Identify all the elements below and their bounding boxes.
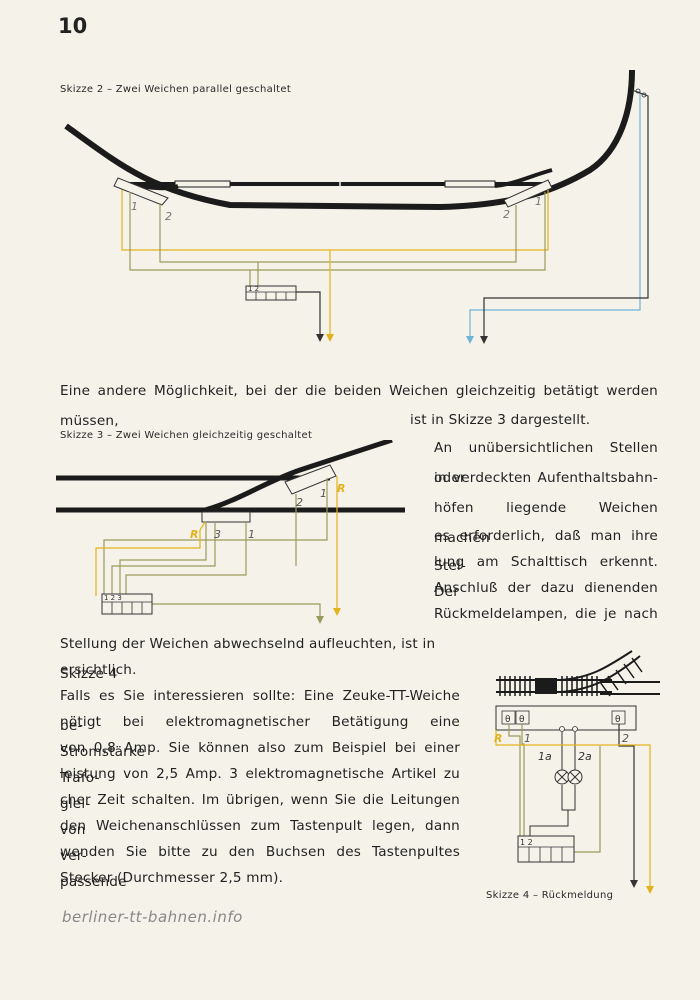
track-fig4	[496, 650, 660, 697]
label-1-right: 1	[535, 195, 542, 208]
figure-2-diagram: 1 2 2 1 1 2	[64, 69, 649, 344]
switch-box-lower	[201, 511, 251, 523]
text-line-p4: leistung von 2,5 Amp. 3 elektromagnetisc…	[60, 766, 460, 812]
label-2-right: 2	[503, 208, 510, 221]
svg-text:θ: θ	[519, 715, 525, 725]
label-1-fig4: 1	[524, 732, 531, 745]
text-line-p6: den Weichenanschlüssen zum Tastenpult le…	[60, 818, 460, 864]
label-1-left: 1	[131, 200, 138, 213]
label-r-upper: R	[337, 482, 345, 495]
figure-4-diagram: θ θ θ R 1 1a 2a 2 1 2	[494, 650, 660, 894]
text-line-r2: in verdeckten Aufenthaltsbahn-	[434, 470, 658, 486]
text-line-s2: ersichtlich.	[60, 662, 137, 678]
label-2-upper: 2	[296, 496, 303, 509]
text-line-r1: An unübersichtlichen Stellen oder	[434, 440, 658, 486]
label-r-lower: R	[190, 528, 198, 541]
svg-text:θ: θ	[505, 715, 511, 725]
text-line-p8: Stecker (Durchmesser 2,5 mm).	[60, 870, 284, 886]
label-1-lower: 1	[248, 528, 255, 541]
text-line-p7: wenden Sie bitte zu den Buchsen des Tast…	[60, 844, 460, 890]
label-3: 3	[214, 528, 221, 541]
figure-4-caption: Skizze 4 – Rückmeldung	[486, 890, 614, 901]
label-2-fig4: 2	[622, 732, 629, 745]
label-1-upper: 1	[320, 487, 327, 500]
keyboard-label-fig4: 1 2	[520, 838, 533, 847]
text-line-p3: von 0,8 Amp. Sie können also zum Beispie…	[60, 740, 460, 786]
keyboard-label-fig2: 1 2	[248, 285, 259, 293]
page-number: 10	[58, 14, 88, 38]
track-insulation-left	[174, 180, 231, 188]
label-r-fig4: R	[494, 732, 502, 745]
keyboard-fig4	[517, 835, 575, 863]
watermark: berliner-tt-bahnen.info	[62, 908, 243, 926]
figure-3-caption: Skizze 3 – Zwei Weichen gleichzeitig ges…	[60, 430, 313, 441]
figure-2-caption: Skizze 2 – Zwei Weichen parallel geschal…	[60, 84, 292, 95]
keyboard-fig3	[101, 593, 153, 615]
switch-box-left	[113, 177, 169, 206]
label-1a: 1a	[538, 750, 552, 763]
track-insulation-right	[444, 180, 496, 188]
figure-3-diagram: R 3 1 2 1 R 1 2 3	[56, 440, 405, 624]
keyboard-label-fig3: 1 2 3	[104, 594, 122, 602]
text-line-r5: lung am Schalttisch erkennt. Der	[434, 554, 658, 600]
text-line-l1: Eine andere Möglichkeit, bei der die bei…	[60, 383, 658, 429]
label-2a: 2a	[578, 750, 592, 763]
label-2-left: 2	[165, 210, 172, 223]
text-line-r4: es erforderlich, daß man ihre Stel-	[434, 528, 658, 574]
text-line-s1: Stellung der Weichen abwechselnd aufleuc…	[60, 636, 436, 682]
switch-box-right	[503, 179, 553, 208]
text-line-r6: Anschluß der dazu dienenden	[434, 580, 658, 596]
keyboard-fig2	[245, 285, 297, 301]
text-line-l2: ist in Skizze 3 dargestellt.	[410, 412, 591, 428]
text-line-p2: nötigt bei elektromagnetischer Betätigun…	[60, 714, 460, 760]
text-line-p5: cher Zeit schalten. Im übrigen, wenn Sie…	[60, 792, 460, 838]
text-line-r3: höfen liegende Weichen machen	[434, 500, 658, 546]
track-branch	[204, 440, 393, 513]
text-line-r7: Rückmeldelampen, die je nach	[434, 606, 658, 622]
svg-text:θ: θ	[615, 715, 621, 725]
text-line-p1: Falls es Sie interessieren sollte: Eine …	[60, 688, 460, 734]
switch-box-upper	[284, 464, 337, 495]
